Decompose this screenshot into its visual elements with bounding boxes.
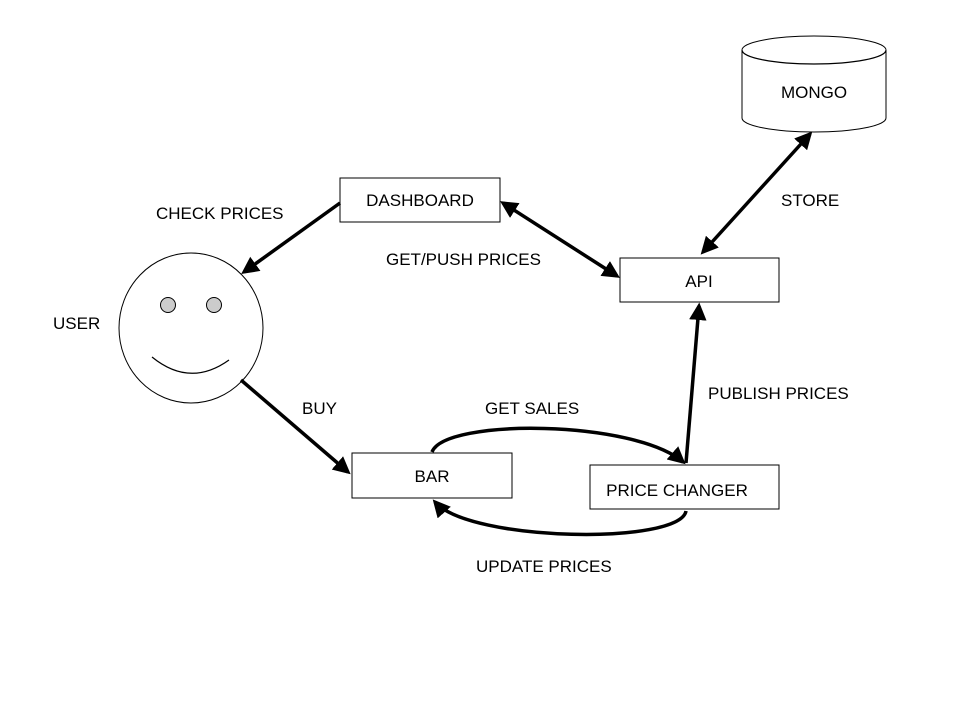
right-eye — [206, 297, 222, 313]
dashboard-label: DASHBOARD — [366, 191, 474, 210]
update-prices-label: UPDATE PRICES — [476, 557, 612, 576]
edge-buy — [239, 378, 351, 475]
get-sales-label: GET SALES — [485, 399, 579, 418]
publish-prices-label: PUBLISH PRICES — [708, 384, 849, 403]
bar-label: BAR — [415, 467, 450, 486]
edge-store — [700, 131, 813, 255]
user-node — [118, 252, 264, 404]
mongo-database-node: MONGO — [741, 35, 887, 133]
smiley-face-icon — [118, 252, 264, 404]
price-changer-label: PRICE CHANGER — [606, 481, 748, 500]
smile — [151, 356, 230, 374]
mongo-cylinder-icon — [741, 35, 887, 133]
api-label: API — [685, 272, 712, 291]
edge-check-prices — [241, 201, 342, 275]
price-changer-node: PRICE CHANGER — [589, 464, 780, 510]
edge-get-push-prices — [500, 201, 620, 278]
edge-update-prices — [432, 499, 688, 537]
edge-publish-prices — [684, 302, 707, 464]
edge-get-sales — [430, 426, 686, 465]
bar-node: BAR — [351, 452, 513, 499]
dashboard-node: DASHBOARD — [339, 177, 501, 223]
get-push-prices-label: GET/PUSH PRICES — [386, 250, 541, 269]
user-label: USER — [53, 314, 100, 333]
api-node: API — [619, 257, 780, 303]
mongo-label: MONGO — [781, 83, 847, 102]
buy-label: BUY — [302, 399, 337, 418]
check-prices-label: CHECK PRICES — [156, 204, 284, 223]
left-eye — [160, 297, 176, 313]
mongo-cylinder-top — [741, 49, 887, 65]
store-label: STORE — [781, 191, 839, 210]
